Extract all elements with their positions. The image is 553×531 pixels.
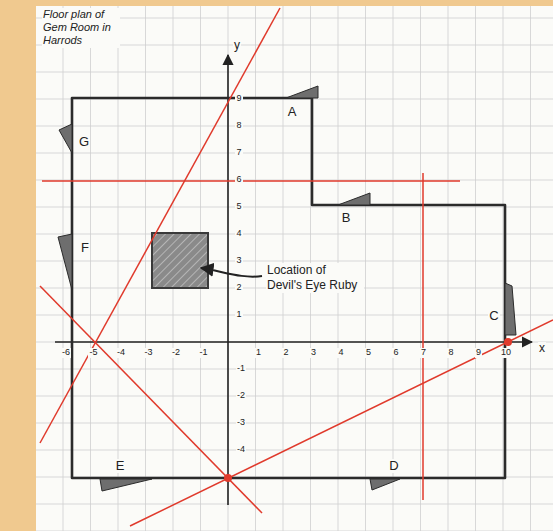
door-label: E [115,459,126,473]
grid-line [36,504,553,505]
door-label: D [388,459,399,473]
tick-label: -6 [61,348,71,358]
grid-line [145,6,146,531]
tick-label: 3 [235,256,242,266]
tick-label: -1 [236,364,246,374]
tick-label: 6 [392,348,399,358]
grid-line [118,6,119,531]
doors [58,86,516,491]
room-walls [72,98,505,478]
door-label: C [488,309,499,323]
y-axis [227,55,229,505]
grid-line [365,6,366,531]
door-label: G [78,135,90,149]
tick-label: 1 [235,310,242,320]
tick-label: 8 [447,348,454,358]
red-line [422,173,424,500]
tick-label: 7 [420,348,427,358]
tick-label: -4 [116,348,126,358]
grid-line [36,126,553,127]
grid-line [36,450,553,451]
red-lines [40,8,553,526]
tick-label: 2 [235,283,242,293]
grid-line [36,234,553,235]
tick-label: 8 [235,121,242,131]
grid-line [228,6,229,531]
axis-label: y [233,39,241,52]
tick-label: -2 [236,391,246,401]
door-label: F [80,241,90,255]
red-dot [224,474,232,482]
grid-line [255,6,256,531]
door-label: B [341,211,352,225]
door-wedge [338,193,370,205]
grid-line [36,423,553,424]
grid-line [448,6,449,531]
grid-line [393,6,394,531]
grid-line [36,369,553,370]
door-label: A [287,105,298,119]
graph-paper [36,6,553,531]
ruby-location [152,233,208,288]
axis-label: x [538,342,546,355]
callout-arrow [201,268,262,277]
title: Floor plan of Gem Room in Harrods [42,8,120,48]
grid-line [475,6,476,531]
tick-label: -1 [198,348,208,358]
door-wedge [370,479,400,490]
grid-line [36,153,553,154]
tick-label: -3 [236,418,246,428]
grid-line [36,315,553,316]
tick-label: -3 [143,348,153,358]
door-wedge [286,86,318,98]
red-line [40,8,280,443]
tick-label: 5 [235,202,242,212]
red-line [40,286,262,513]
grid-line [36,207,553,208]
tick-label: 1 [255,348,262,358]
red-line [130,320,553,526]
grid-line [36,342,553,343]
tick-label: 2 [282,348,289,358]
tick-label: 7 [235,148,242,158]
door-wedge [58,234,72,290]
door-wedge [505,283,516,335]
grid-line [530,6,531,531]
tick-label: -5 [88,348,98,358]
tick-label: 4 [235,229,242,239]
tick-label: 3 [310,348,317,358]
tick-label: -4 [236,445,246,455]
tick-label: 9 [475,348,482,358]
tick-label: 6 [235,175,242,185]
tick-label: 10 [500,348,512,358]
grid-line [36,72,553,73]
red-line [42,180,460,182]
grid-lines [36,6,553,531]
red-dot [504,338,512,346]
grid-line [90,6,91,531]
tick-label: 9 [235,94,242,104]
grid-line [36,261,553,262]
grid-line [36,396,553,397]
tick-label: -2 [171,348,181,358]
callout-label: Location of Devil's Eye Ruby [266,263,364,293]
x-axis [55,341,532,343]
grid-line [36,180,553,181]
grid-line [503,6,504,531]
door-wedge [59,124,72,153]
door-wedge [100,479,152,491]
grid-line [420,6,421,531]
tick-label: 4 [337,348,344,358]
tick-label: 5 [365,348,372,358]
grid-line [63,6,64,531]
